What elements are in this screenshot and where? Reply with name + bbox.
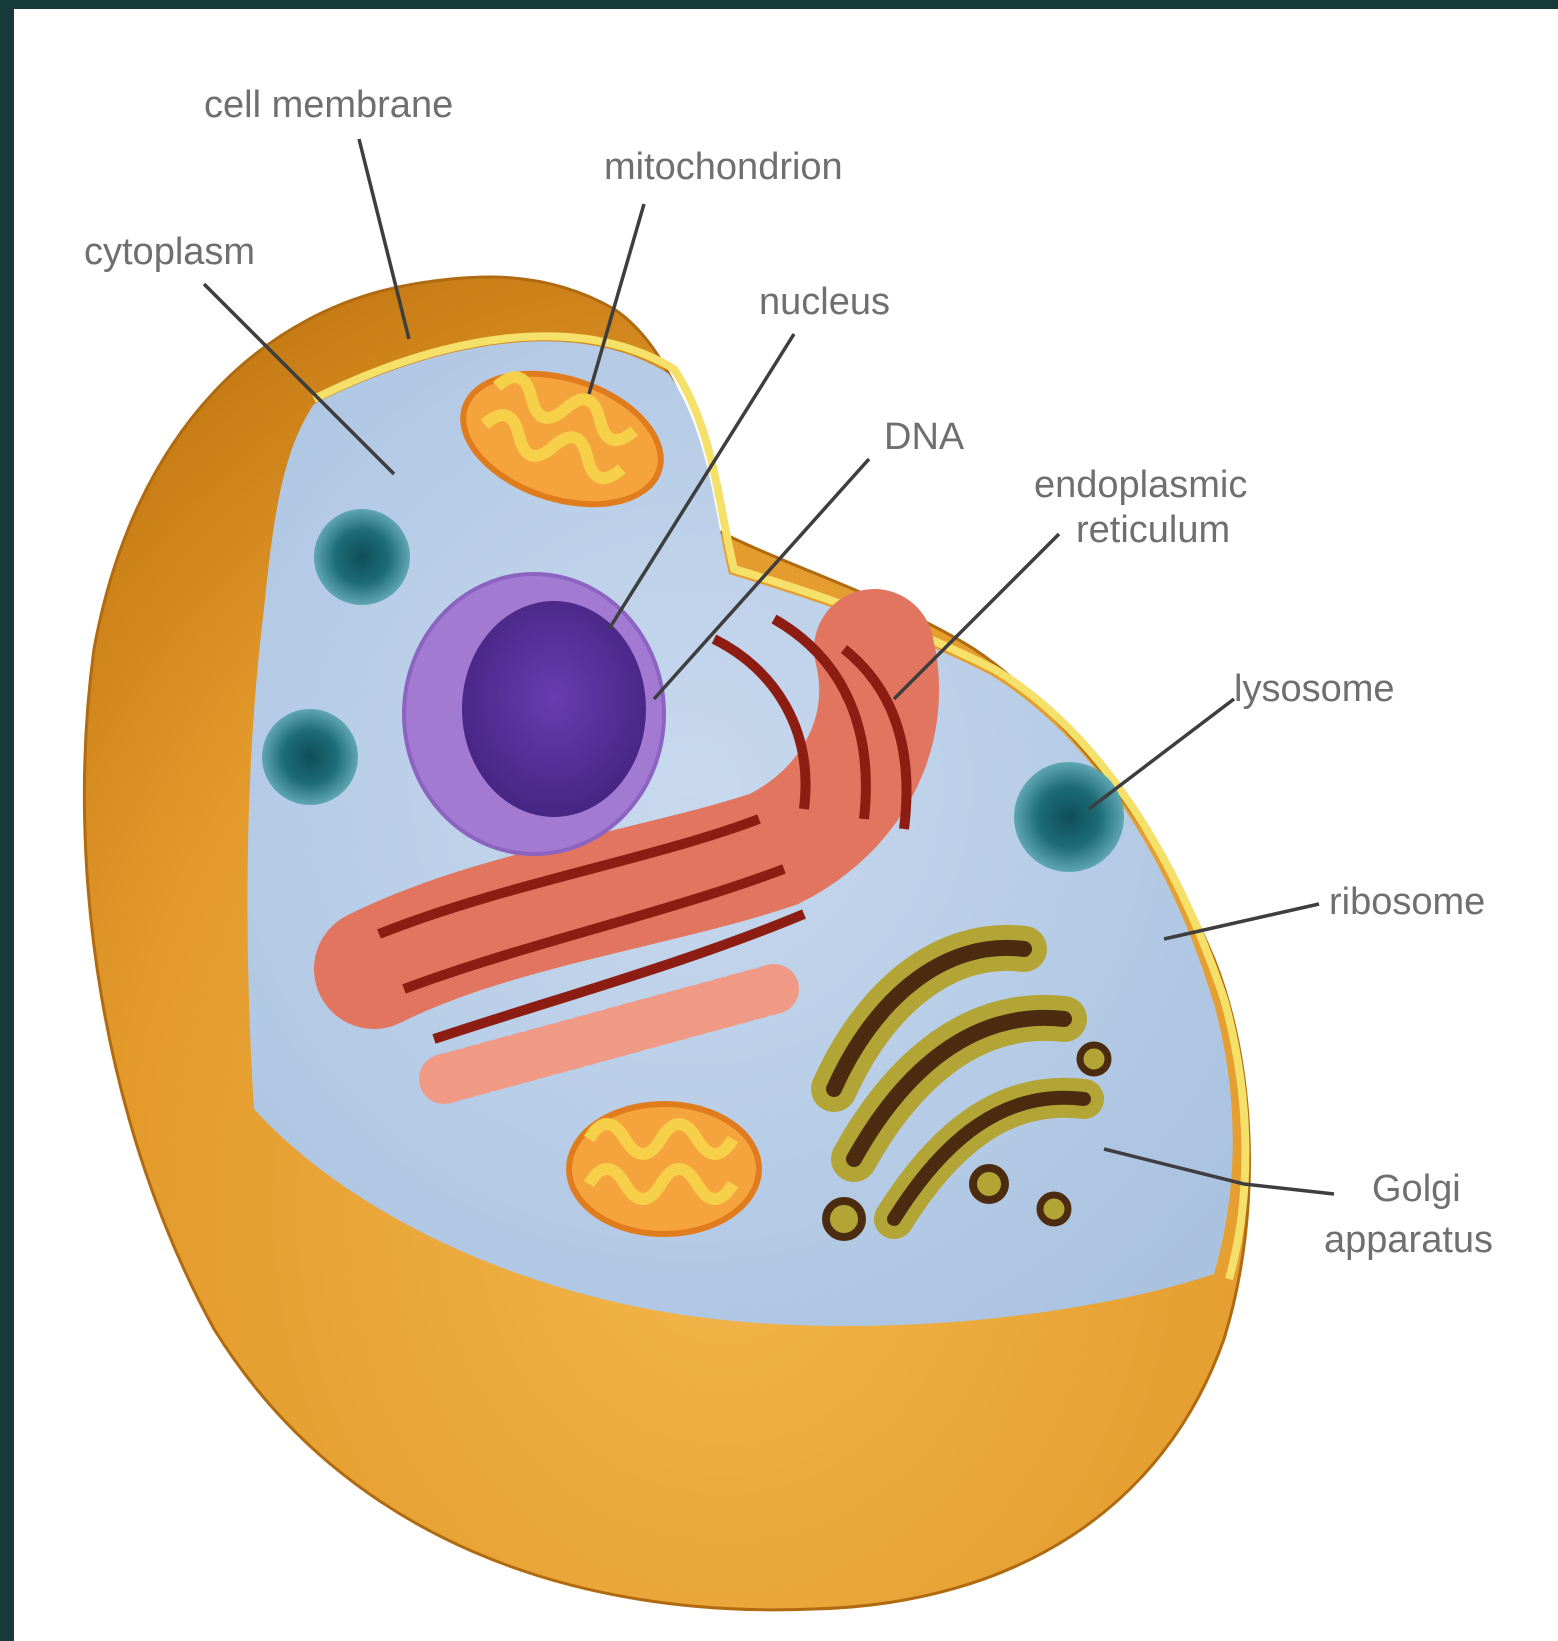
label-ribosome: ribosome (1329, 881, 1485, 923)
label-mitochondrion: mitochondrion (604, 146, 843, 188)
nucleus (404, 574, 664, 854)
label-cytoplasm: cytoplasm (84, 231, 255, 273)
label-golgi-line2: apparatus (1324, 1219, 1493, 1261)
label-er-line2: reticulum (1076, 509, 1230, 551)
leader-lysosome (1089, 699, 1234, 809)
label-lysosome: lysosome (1234, 668, 1395, 710)
label-golgi-line1: Golgi (1372, 1168, 1461, 1210)
animal-cell-diagram: cell membrane mitochondrion cytoplasm nu… (14, 9, 1558, 1641)
lysosome-3 (1014, 762, 1124, 872)
label-nucleus: nucleus (759, 281, 890, 323)
diagram-panel: cell membrane mitochondrion cytoplasm nu… (14, 9, 1558, 1641)
mitochondrion-bottom (569, 1104, 759, 1234)
label-er-line1: endoplasmic (1034, 464, 1247, 506)
lysosome-2 (262, 709, 358, 805)
label-cell-membrane: cell membrane (204, 84, 453, 126)
lysosome-1 (314, 509, 410, 605)
label-dna: DNA (884, 416, 965, 458)
